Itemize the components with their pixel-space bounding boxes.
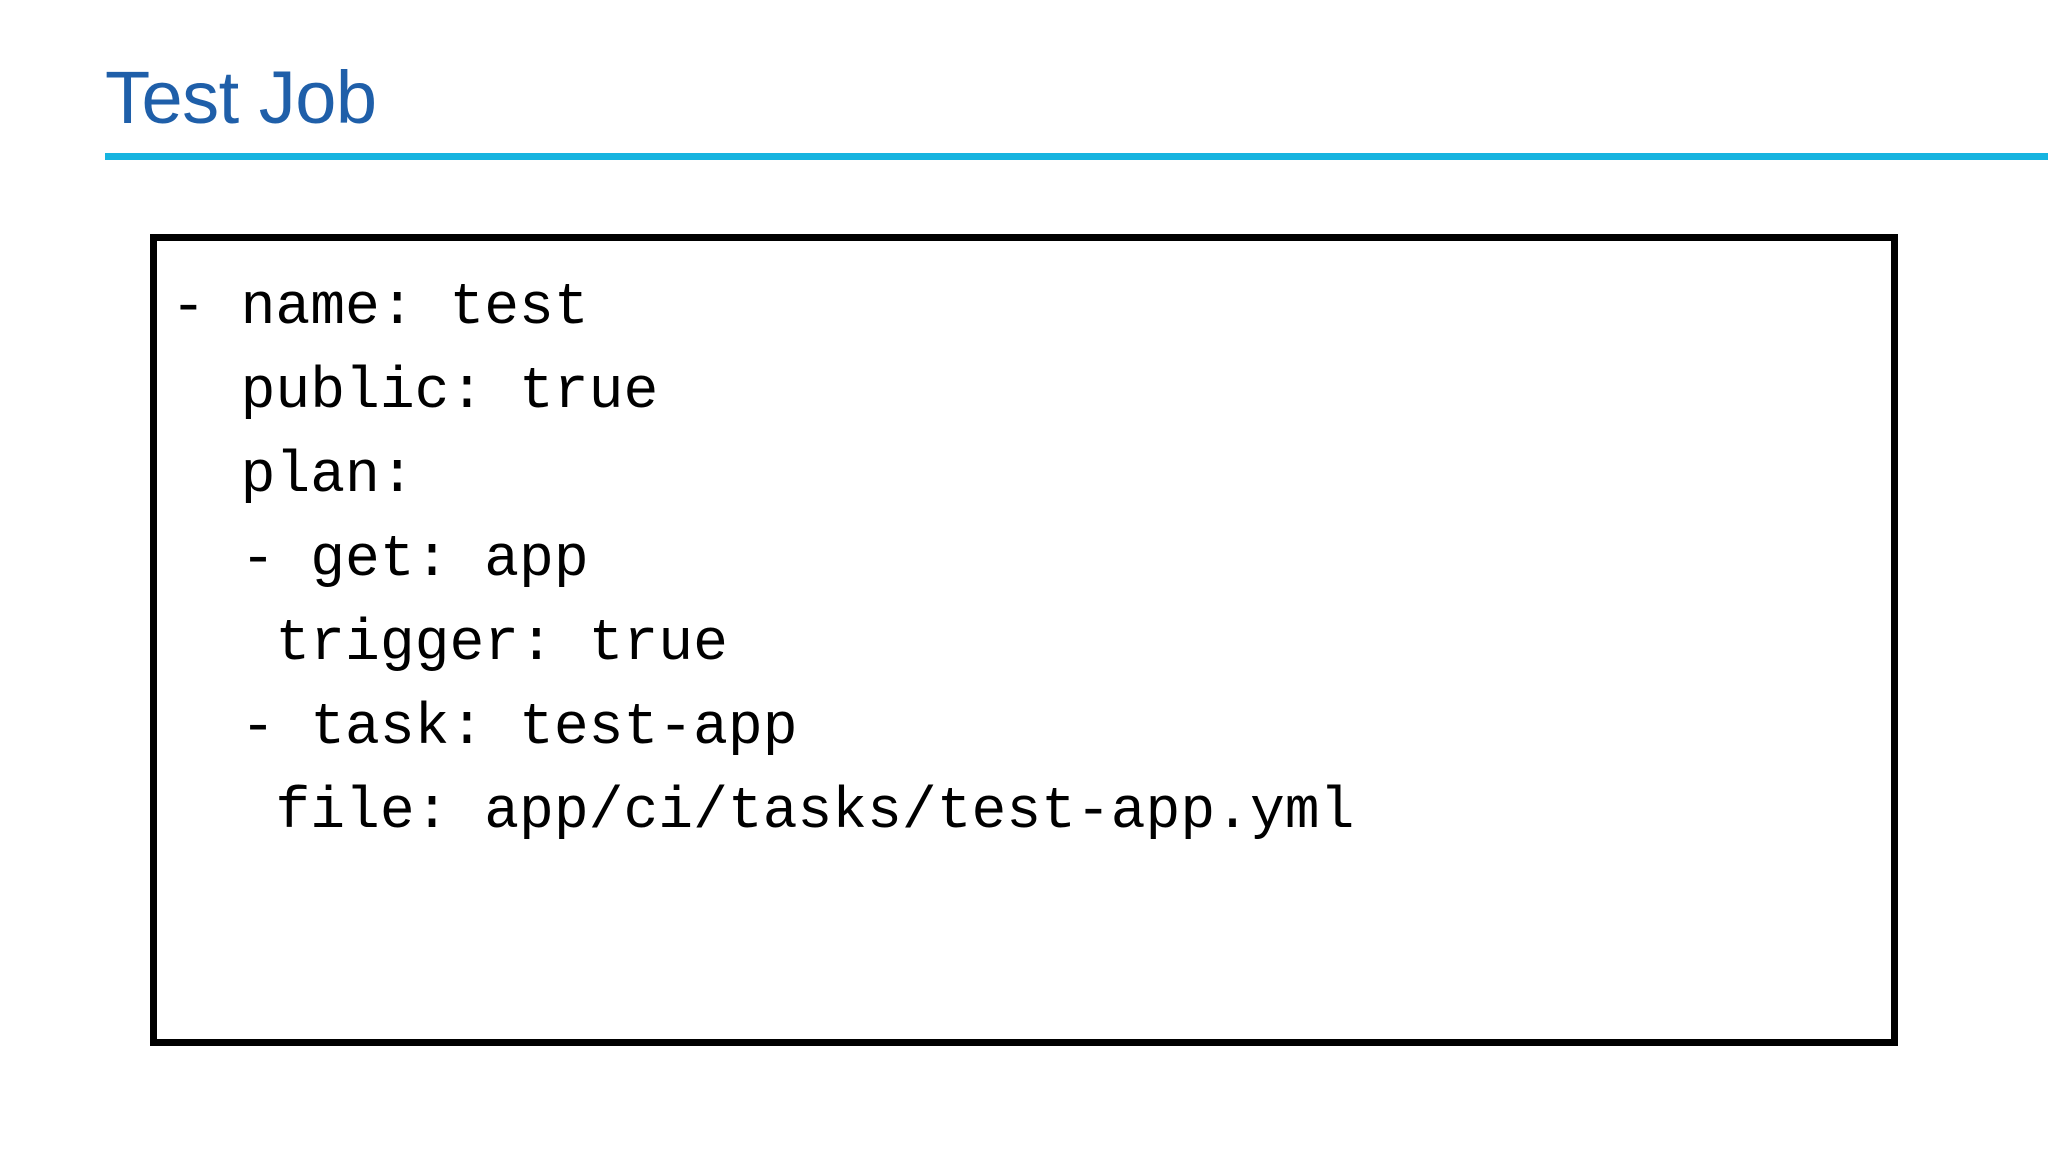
code-line: - task: test-app <box>171 696 798 761</box>
title-underline-rule <box>105 153 2048 160</box>
code-block: - name: test public: true plan: - get: a… <box>157 241 1891 855</box>
code-line: trigger: true <box>171 612 728 677</box>
code-snippet-box: - name: test public: true plan: - get: a… <box>150 234 1898 1046</box>
page-title: Test Job <box>105 56 377 139</box>
code-line: - get: app <box>171 528 589 593</box>
code-line: file: app/ci/tasks/test-app.yml <box>171 780 1355 845</box>
code-line: - name: test <box>171 276 589 341</box>
code-line: public: true <box>171 360 659 425</box>
code-line: plan: <box>171 444 415 509</box>
title-block: Test Job <box>105 48 2048 163</box>
